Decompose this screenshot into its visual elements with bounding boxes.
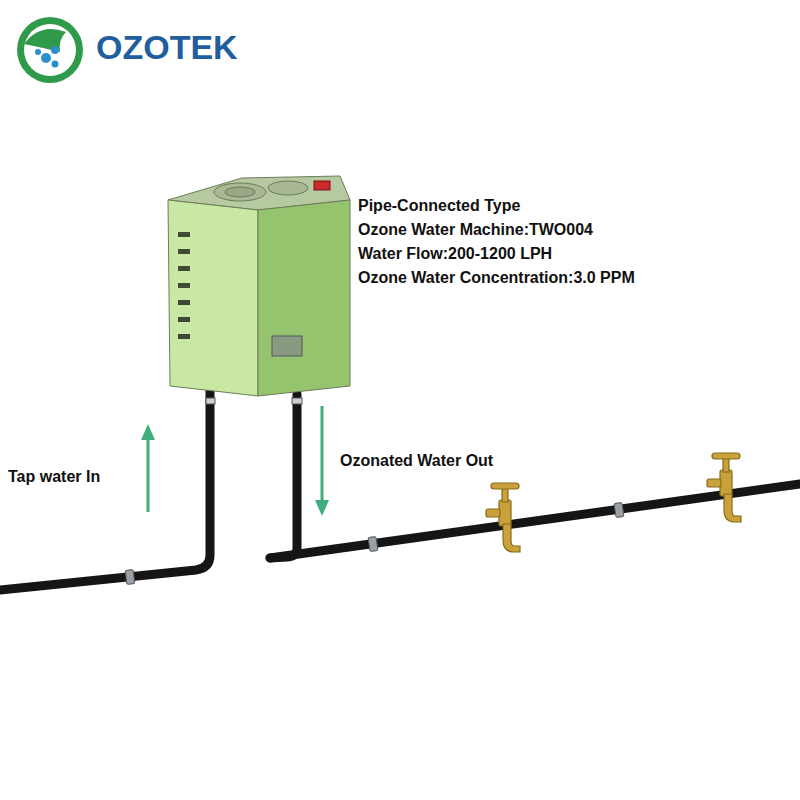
faucet (707, 453, 741, 522)
flow-label: Tap water In (8, 468, 100, 486)
brand-logo-text: OZOTEK (96, 28, 238, 67)
faucet (486, 483, 520, 552)
flow-label: Ozonated Water Out (340, 452, 493, 470)
spec-line: Ozone Water Machine:TWO004 (358, 221, 593, 239)
pipes (0, 388, 800, 590)
vent-slot (178, 249, 190, 254)
spec-line: Ozone Water Concentration:3.0 PPM (358, 269, 635, 287)
vent-slot (178, 232, 190, 237)
spec-line: Water Flow:200-1200 LPH (358, 245, 552, 263)
spec-line: Pipe-Connected Type (358, 197, 520, 215)
flow-arrows (141, 406, 329, 516)
vent-slot (178, 300, 190, 305)
vent-slot (178, 266, 190, 271)
vent-slot (178, 283, 190, 288)
pipe-clamps (125, 398, 624, 584)
logo-mark (17, 17, 83, 83)
vent-slot (178, 317, 190, 322)
vent-slot (178, 334, 190, 339)
ozone-machine (168, 176, 350, 396)
vent-slots (178, 232, 190, 339)
